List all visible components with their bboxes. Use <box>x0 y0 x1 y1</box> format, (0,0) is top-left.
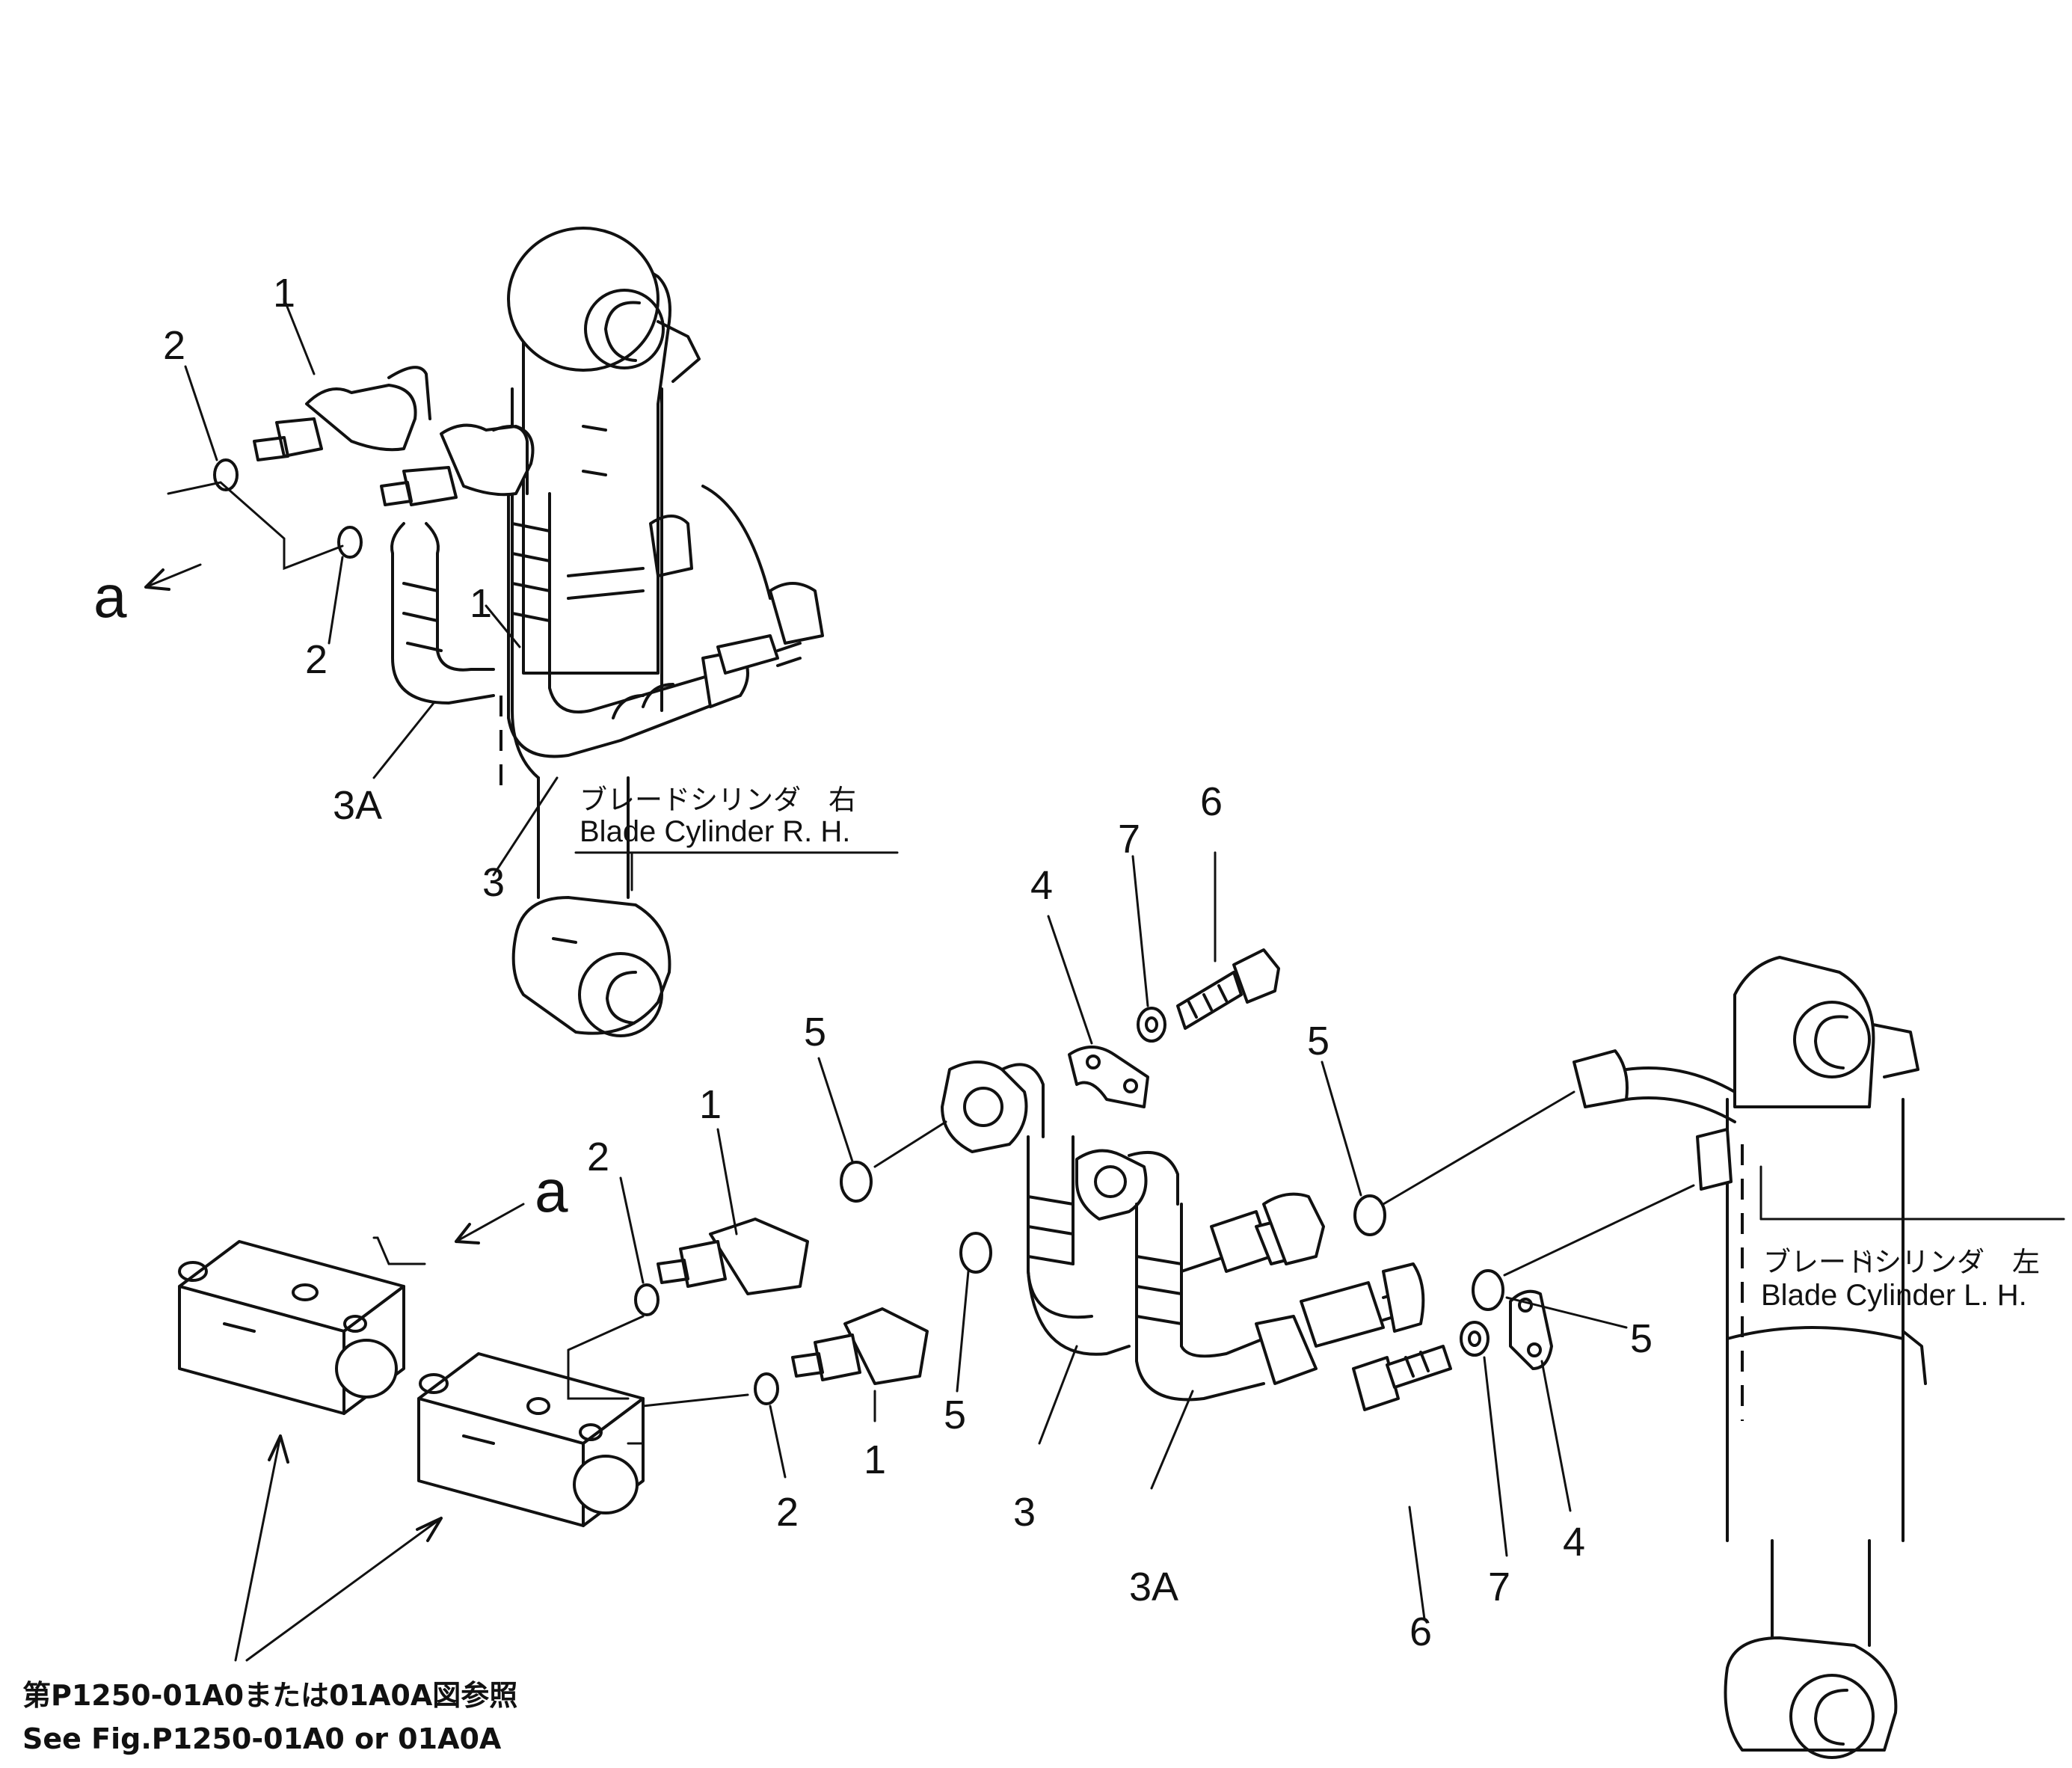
bolt-6-lower <box>1352 1345 1452 1411</box>
callout-3-upper: 3 <box>482 860 505 905</box>
o-ring-2-lower-a <box>634 1283 660 1316</box>
callout-7-lower: 7 <box>1488 1565 1510 1609</box>
callout-5-lower-right: 5 <box>1630 1316 1653 1361</box>
callout-5-lower-mid: 5 <box>944 1393 966 1437</box>
o-rings <box>213 458 1504 1405</box>
callout-6-lower: 6 <box>1409 1609 1432 1654</box>
callout-1-upper-mid: 1 <box>470 581 492 626</box>
lh-cylinder-flanges <box>1573 1049 1736 1191</box>
blade-cylinder-lh <box>1724 956 1927 1759</box>
bolt-6-upper <box>1176 948 1280 1030</box>
lower-flange-fitting-1a <box>657 1218 809 1295</box>
lh-label-en: Blade Cylinder L. H. <box>1761 1279 2027 1312</box>
figure-reference: 第P1250-01A0または01A0A図参照 See Fig.P1250-01A… <box>22 1679 517 1755</box>
callout-1-upper-top: 1 <box>273 271 295 316</box>
lower-pipe-3 <box>941 1061 1131 1356</box>
o-ring-5-a <box>840 1161 873 1203</box>
upper-pipe-3 <box>507 492 802 758</box>
washer-7-upper <box>1137 1007 1166 1043</box>
callout-7-upper: 7 <box>1118 817 1140 862</box>
callout-5-upper-left: 5 <box>804 1010 826 1055</box>
lower-flange-fitting-1b <box>791 1307 929 1385</box>
clamp-4-lower <box>1509 1289 1553 1370</box>
callout-a-lower: a <box>535 1158 568 1224</box>
ref-label-en: See Fig.P1250-01A0 or 01A0A <box>22 1722 502 1755</box>
upper-flange-assembly <box>253 366 824 645</box>
upper-pipe-3a <box>390 522 495 705</box>
callout-2-upper-top: 2 <box>163 323 185 368</box>
callout-2-lower-mid: 2 <box>776 1490 799 1535</box>
callout-2-lower-left: 2 <box>587 1135 609 1179</box>
lh-cylinder-label: ブレードシリンダ 左 Blade Cylinder L. H. <box>1761 1246 2040 1312</box>
callout-3a-lower: 3A <box>1129 1565 1178 1609</box>
valve-block-lower <box>417 1352 645 1527</box>
callout-3-lower: 3 <box>1013 1490 1036 1535</box>
callout-5-upper-right: 5 <box>1307 1019 1329 1063</box>
callout-3a-upper: 3A <box>333 783 382 828</box>
leader-lines <box>144 298 2065 1662</box>
o-ring-2-upper-a <box>213 458 239 491</box>
callout-6-upper: 6 <box>1200 779 1223 824</box>
lh-label-jp: ブレードシリンダ 左 <box>1763 1246 2040 1278</box>
blade-cylinder-rh <box>499 227 701 1037</box>
callout-1-lower-left: 1 <box>699 1082 722 1127</box>
callout-2-upper-mid: 2 <box>305 637 328 682</box>
callout-numbers: 1 2 1 2 3A 3 6 7 4 5 5 1 2 5 1 2 3 3A 5 … <box>93 271 1653 1654</box>
o-ring-5-c <box>1353 1194 1386 1236</box>
callout-1-lower-mid: 1 <box>864 1437 886 1482</box>
rh-label-en: Blade Cylinder R. H. <box>580 815 850 848</box>
valve-block-upper <box>178 1240 405 1415</box>
o-ring-2-lower-b <box>754 1372 779 1405</box>
o-ring-5-b <box>959 1232 992 1274</box>
o-ring-2-upper-b <box>337 526 363 559</box>
rh-cylinder-label: ブレードシリンダ 右 Blade Cylinder R. H. <box>580 784 856 848</box>
o-ring-5-d <box>1472 1269 1504 1311</box>
ref-label-jp: 第P1250-01A0または01A0A図参照 <box>22 1679 517 1712</box>
clamp-4-upper <box>1068 1046 1149 1108</box>
lower-pipe-3a <box>1075 1149 1425 1402</box>
callout-4-lower: 4 <box>1563 1520 1585 1565</box>
callout-4-upper: 4 <box>1030 863 1053 908</box>
callout-a-upper: a <box>93 563 127 630</box>
washer-7-lower <box>1460 1321 1490 1357</box>
rh-label-jp: ブレードシリンダ 右 <box>580 784 856 816</box>
